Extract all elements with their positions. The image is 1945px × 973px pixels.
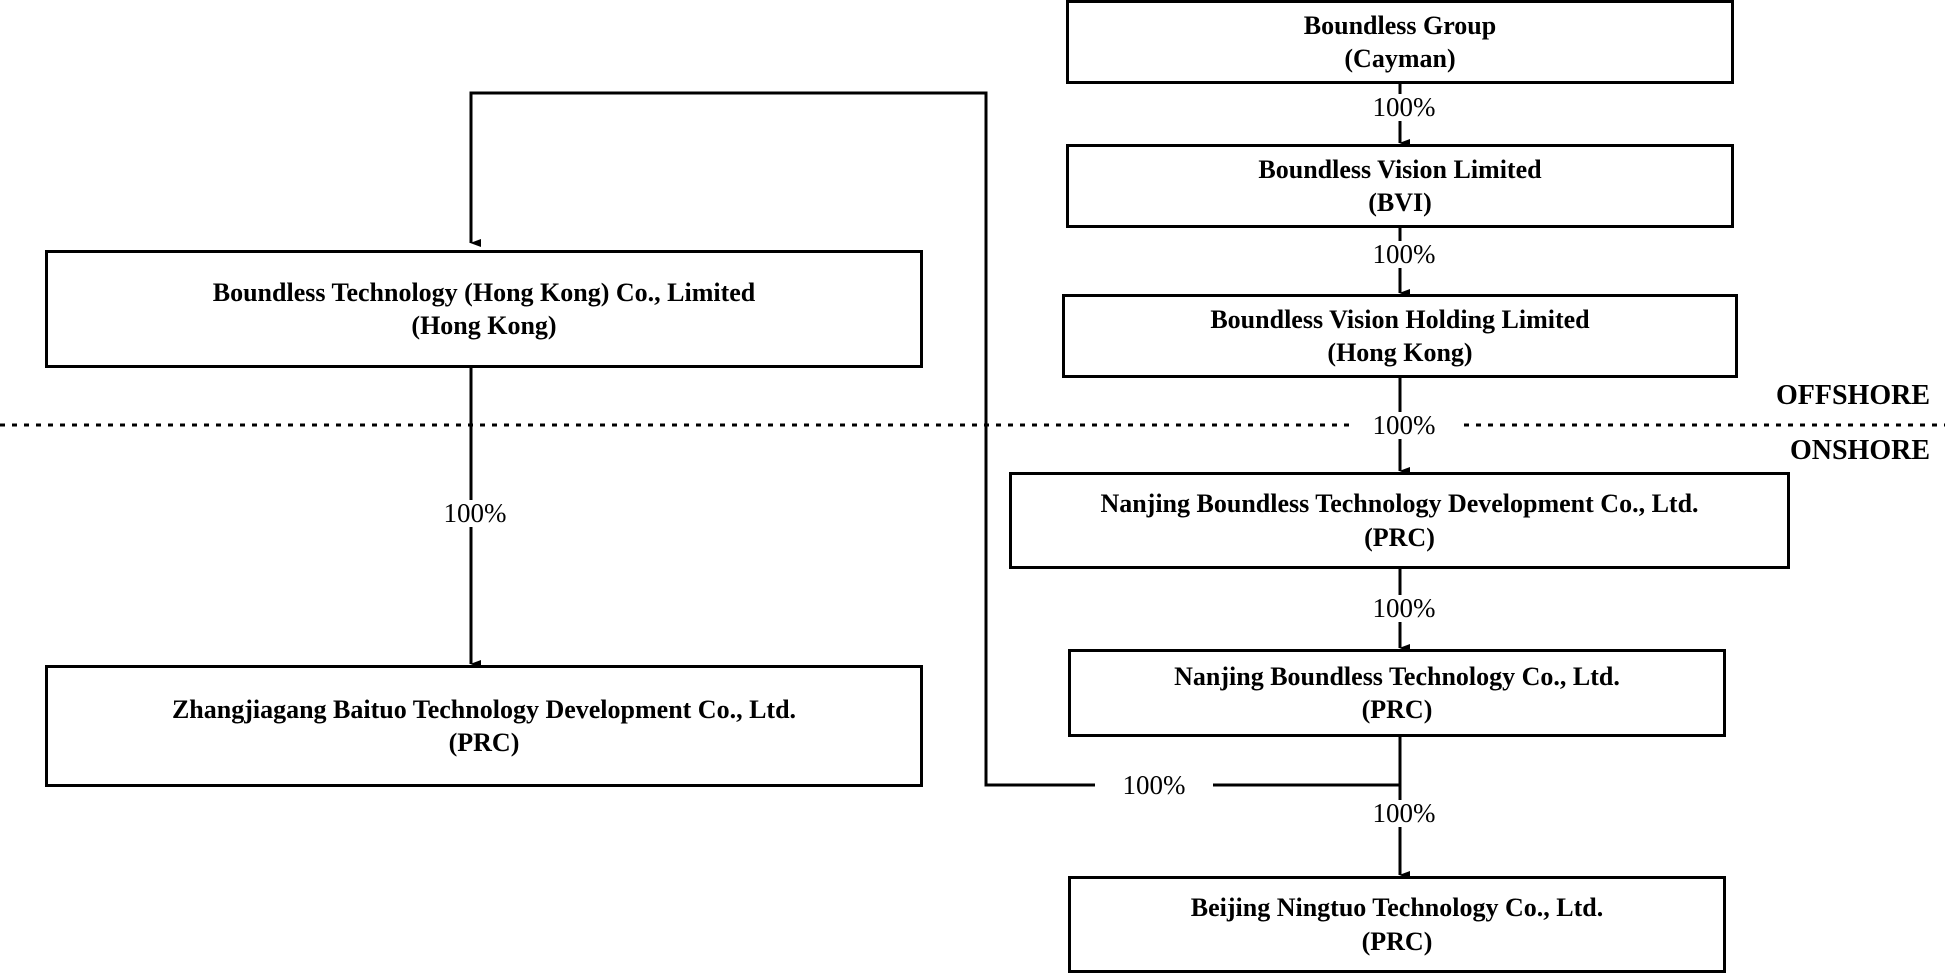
pct-label-holding-to-nanjing-dev: 100% (1350, 412, 1458, 439)
pct-label-vision-to-holding: 100% (1350, 241, 1458, 268)
entity-name: Nanjing Boundless Technology Development… (1100, 489, 1699, 519)
pct-label-nanjing-dev-to-nanjing-tech: 100% (1350, 595, 1458, 622)
entity-jurisdiction: (PRC) (1361, 926, 1433, 956)
entity-box-zhangjiagang-baituo-technology-development[interactable]: Zhangjiagang Baituo Technology Developme… (45, 665, 923, 787)
entity-name: Boundless Vision Limited (1258, 154, 1542, 184)
entity-box-boundless-vision-limited[interactable]: Boundless Vision Limited (BVI) (1066, 144, 1734, 228)
entity-box-boundless-vision-holding-limited[interactable]: Boundless Vision Holding Limited (Hong K… (1062, 294, 1738, 378)
entity-name: Boundless Technology (Hong Kong) Co., Li… (212, 277, 756, 307)
entity-jurisdiction: (Hong Kong) (1327, 338, 1473, 367)
entity-name: Beijing Ningtuo Technology Co., Ltd. (1190, 893, 1604, 923)
entity-box-beijing-ningtuo-technology[interactable]: Beijing Ningtuo Technology Co., Ltd. (PR… (1068, 876, 1726, 973)
entity-jurisdiction: (Cayman) (1344, 44, 1456, 73)
entity-box-nanjing-boundless-technology[interactable]: Nanjing Boundless Technology Co., Ltd. (… (1068, 649, 1726, 737)
pct-label-nanjing-tech-to-hk: 100% (1095, 772, 1213, 799)
pct-label-hk-to-zhangjiagang: 100% (421, 500, 529, 527)
entity-box-boundless-group[interactable]: Boundless Group (Cayman) (1066, 0, 1734, 84)
onshore-label: ONSHORE (1789, 435, 1930, 466)
offshore-label: OFFSHORE (1775, 380, 1930, 411)
entity-jurisdiction: (PRC) (1364, 522, 1435, 552)
entity-name: Zhangjiagang Baituo Technology Developme… (171, 694, 797, 724)
pct-label-nanjing-tech-to-beijing: 100% (1350, 800, 1458, 827)
entity-box-nanjing-boundless-technology-development[interactable]: Nanjing Boundless Technology Development… (1009, 472, 1790, 569)
entity-jurisdiction: (Hong Kong) (411, 311, 557, 340)
entity-box-boundless-technology-hong-kong[interactable]: Boundless Technology (Hong Kong) Co., Li… (45, 250, 923, 368)
pct-label-group-to-vision: 100% (1350, 94, 1458, 121)
entity-name: Boundless Vision Holding Limited (1210, 304, 1590, 334)
entity-jurisdiction: (PRC) (1361, 695, 1433, 724)
entity-name: Nanjing Boundless Technology Co., Ltd. (1174, 661, 1620, 691)
entity-jurisdiction: (PRC) (448, 728, 520, 757)
entity-jurisdiction: (BVI) (1368, 188, 1432, 217)
entity-name: Boundless Group (1303, 10, 1497, 40)
